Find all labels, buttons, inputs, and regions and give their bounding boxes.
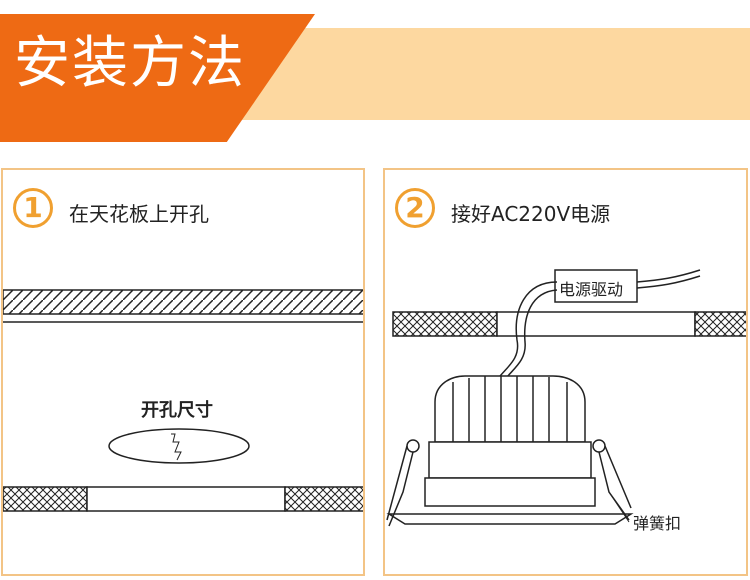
page-title: 安装方法 <box>14 31 246 96</box>
ceiling-board-gap <box>496 311 696 337</box>
step-2-title: 接好AC220V电源 <box>451 202 611 226</box>
driver-box <box>554 269 638 303</box>
ceiling-board-gap <box>86 486 286 512</box>
ceiling-hatch <box>3 289 363 315</box>
ceiling-board-left <box>392 311 498 337</box>
heatsink <box>434 375 586 443</box>
banner-light-strip <box>230 28 750 120</box>
lamp-body <box>428 441 592 479</box>
ceiling-board-left <box>3 486 88 512</box>
step-2-panel: 2 接好AC220V电源 <box>383 168 748 576</box>
ceiling-hole-illustration <box>3 289 363 512</box>
ceiling-board-right <box>694 311 746 337</box>
lamp-trim <box>386 513 634 525</box>
hole-size-label: 开孔尺寸 <box>141 400 213 421</box>
lamp-collar <box>424 477 596 507</box>
step-1-number: 1 <box>13 188 53 228</box>
step-1-panel: 1 在天花板上开孔 开孔尺寸 <box>1 168 365 576</box>
spring-clip-label: 弹簧扣 <box>633 514 682 533</box>
wiring-illustration <box>386 269 746 527</box>
step-2-number: 2 <box>395 188 435 228</box>
driver-label: 电源驱动 <box>559 280 624 299</box>
ceiling-board-right <box>284 486 363 512</box>
step-1-title: 在天花板上开孔 <box>69 202 209 226</box>
hole-outline <box>108 428 250 464</box>
